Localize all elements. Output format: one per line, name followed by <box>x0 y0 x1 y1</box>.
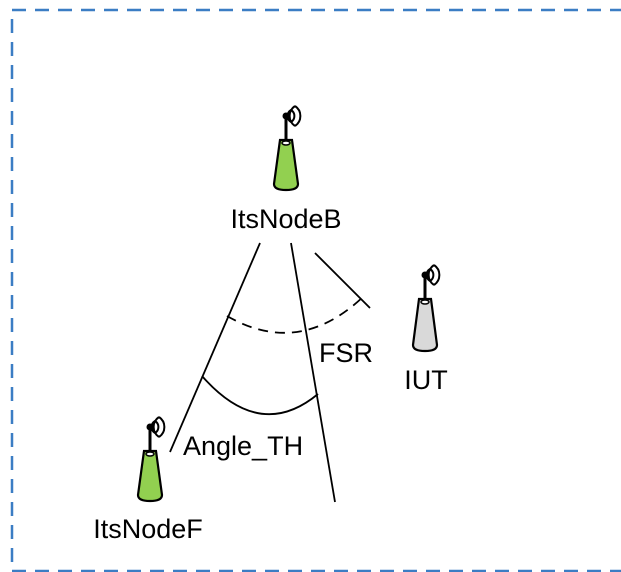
fsr-arc <box>226 294 366 334</box>
boundary-frame <box>10 8 621 572</box>
iut-label: IUT <box>404 365 448 395</box>
itsnodeb-node: ItsNodeB <box>230 104 342 234</box>
center-direction-line <box>290 242 336 503</box>
iut-body <box>411 297 439 353</box>
itsnodeb-antenna-icon <box>272 104 302 192</box>
angle-th-label: Angle_TH <box>183 431 303 461</box>
iut-node: IUT <box>404 263 448 395</box>
iut-antenna-icon <box>411 263 441 353</box>
iut-direction-line <box>314 252 371 309</box>
itsnodef-node: ItsNodeF <box>93 415 203 544</box>
itsnodef-antenna-icon <box>136 415 166 503</box>
fsr-label: FSR <box>319 338 373 368</box>
left-angle-boundary-line <box>169 242 261 453</box>
itsnodef-label: ItsNodeF <box>93 514 203 544</box>
itsnodef-body <box>136 449 164 503</box>
itsnodeb-body <box>272 138 300 192</box>
angle-th-arc <box>201 375 319 415</box>
itsnodeb-label: ItsNodeB <box>230 204 341 234</box>
